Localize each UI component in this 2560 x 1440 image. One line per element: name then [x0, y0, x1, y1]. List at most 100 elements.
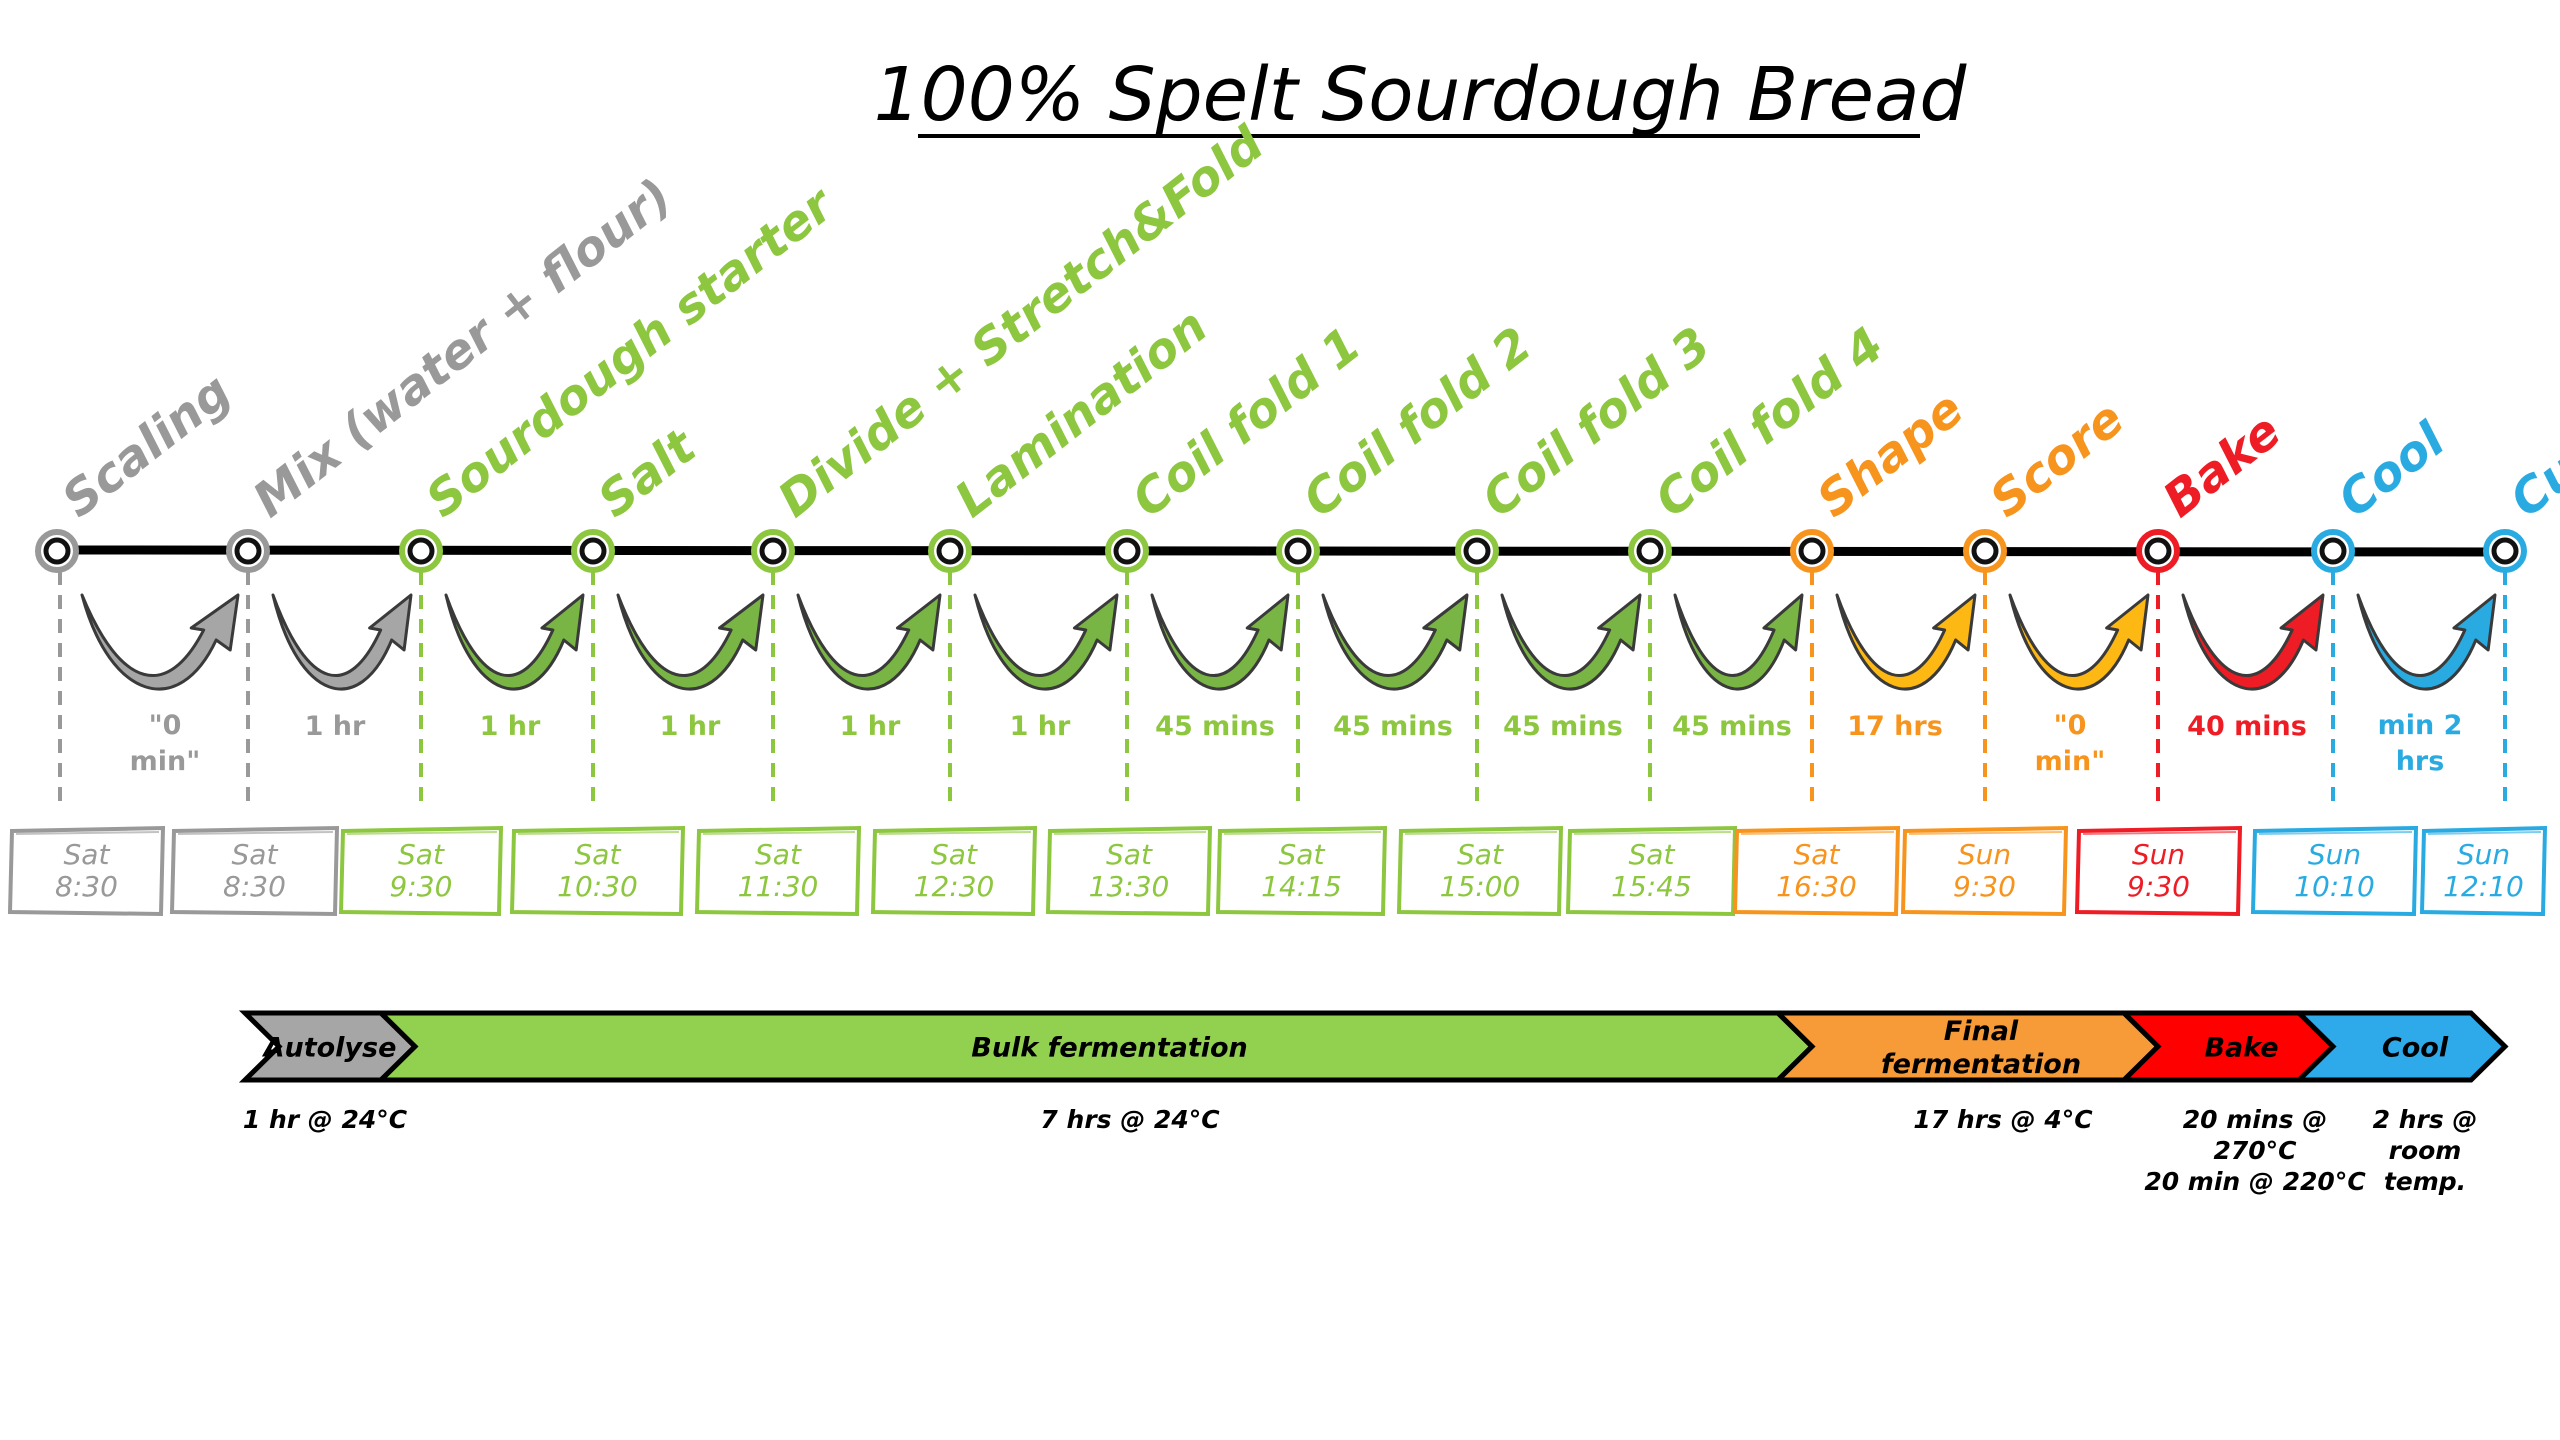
step-arrow — [444, 593, 585, 691]
phase-label: Cool — [2382, 1033, 2449, 1064]
step-time-text: Sun — [2308, 838, 2361, 871]
step-time-text: 10:10 — [2294, 870, 2375, 903]
step-arrow — [271, 593, 413, 691]
step-time-text: 16:30 — [1776, 870, 1857, 903]
arrow-layer — [80, 593, 2497, 691]
step-time-text: 15:45 — [1611, 870, 1692, 903]
phase-segment: Cool — [2292, 1010, 2509, 1083]
step-duration: 1 hr — [1010, 711, 1071, 742]
timeline-node — [399, 529, 443, 573]
step-duration: min 2 — [2378, 710, 2463, 741]
step-duration: 45 mins — [1672, 711, 1792, 742]
step-duration: hrs — [2396, 746, 2445, 777]
timeline-node — [751, 529, 795, 573]
condition-layer: 1 hr @ 24°C 7 hrs @ 24°C 17 hrs @ 4°C 20 mi… — [243, 1105, 2478, 1196]
timeline-node — [1276, 529, 1320, 573]
step-time-text: Sat — [1794, 838, 1841, 871]
step-arrow — [1673, 593, 1804, 691]
page-title: 100% Spelt Sourdough Bread — [874, 52, 1968, 138]
step-name-label: Cool — [2328, 412, 2456, 529]
step-duration: min" — [2035, 746, 2106, 777]
step-time-text: Sat — [1279, 838, 1326, 871]
step-time-text: 9:30 — [1953, 870, 2016, 903]
step-duration: 1 hr — [480, 711, 541, 742]
timeline-node — [1105, 529, 1149, 573]
timeline-node — [928, 529, 972, 573]
step-arrow — [2008, 593, 2150, 691]
step-name-label: Scaling — [52, 363, 242, 528]
step-duration: min" — [130, 746, 201, 777]
step-arrow — [2181, 593, 2325, 691]
step-time-text: 15:00 — [1440, 870, 1521, 903]
step-duration: 40 mins — [2187, 711, 2307, 742]
step-arrow — [616, 593, 765, 691]
phase-segment: Bake — [2117, 1010, 2337, 1083]
step-time-text: 9:30 — [390, 870, 453, 903]
phase-condition: 7 hrs @ 24°C — [1040, 1105, 1220, 1134]
step-duration: 1 hr — [305, 711, 366, 742]
phase-condition: room — [2389, 1136, 2462, 1165]
time-box-layer: Sat8:30Sat8:30Sat9:30Sat10:30Sat11:30Sat… — [7, 825, 2548, 917]
step-name-label: Salt — [588, 418, 708, 529]
phase-label: Final — [1944, 1016, 2019, 1047]
step-time-text: 8:30 — [55, 870, 118, 903]
step-time-text: Sat — [931, 838, 978, 871]
step-arrow — [1321, 593, 1469, 691]
step-duration: 17 hrs — [1847, 711, 1943, 742]
phase-segment: Autolyse — [238, 1010, 419, 1083]
timeline-node — [1790, 529, 1834, 573]
step-time-text: 11:30 — [738, 870, 819, 903]
step-arrow — [1500, 593, 1642, 691]
step-time-text: 8:30 — [223, 870, 286, 903]
phase-segment: Bulk fermentation — [374, 1010, 1816, 1083]
timeline-node — [226, 529, 270, 573]
step-arrow — [80, 593, 240, 691]
step-arrow — [1835, 593, 1977, 691]
timeline-node — [35, 529, 79, 573]
node-layer — [35, 529, 2527, 573]
step-time-text: 12:30 — [914, 870, 995, 903]
step-duration: "0 — [149, 710, 182, 741]
step-time-text: 14:15 — [1261, 870, 1342, 903]
phase-condition: temp. — [2384, 1167, 2466, 1196]
step-time-text: 13:30 — [1089, 870, 1170, 903]
step-time-text: Sat — [1457, 838, 1504, 871]
step-duration: "0 — [2054, 710, 2087, 741]
step-name-label: Cut — [2500, 426, 2560, 528]
step-name-label: Score — [1980, 391, 2134, 529]
step-arrow — [1150, 593, 1290, 691]
step-duration: 45 mins — [1333, 711, 1453, 742]
timeline-node — [1628, 529, 1672, 573]
step-time-text: Sat — [1106, 838, 1153, 871]
phase-condition: 1 hr @ 24°C — [243, 1105, 408, 1134]
step-duration: 45 mins — [1155, 711, 1275, 742]
timeline-node — [571, 529, 615, 573]
timeline-node — [1455, 529, 1499, 573]
step-time-text: Sun — [1958, 838, 2011, 871]
step-time-text: Sun — [2457, 838, 2510, 871]
phase-condition: 20 mins @ — [2183, 1105, 2328, 1134]
step-time-text: Sat — [64, 838, 111, 871]
step-time-text: Sat — [575, 838, 622, 871]
phase-label: Autolyse — [262, 1033, 397, 1064]
step-time-text: 12:10 — [2443, 870, 2524, 903]
step-arrow — [796, 593, 942, 691]
dash-layer — [58, 571, 2507, 805]
phase-condition: 17 hrs @ 4°C — [1913, 1105, 2093, 1134]
